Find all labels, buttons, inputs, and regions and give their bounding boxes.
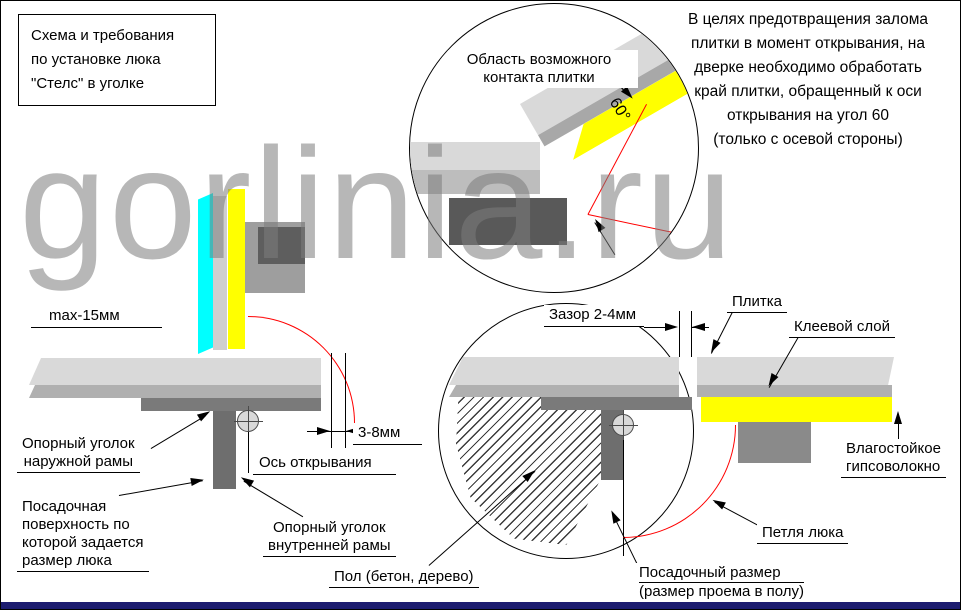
leader-line bbox=[898, 414, 899, 439]
axis-label: Ось открывания bbox=[253, 453, 396, 475]
frame-angle-block bbox=[449, 198, 567, 245]
leader-line bbox=[243, 480, 304, 518]
note-line: (только с осевой стороны) bbox=[713, 131, 903, 148]
axis-line bbox=[248, 432, 249, 473]
instruction-note: В целях предотвращения залома плитки в м… bbox=[659, 8, 957, 152]
tile-edge-open-door bbox=[198, 193, 213, 354]
door-gypsum-slab bbox=[701, 397, 892, 422]
dimension-tick bbox=[331, 353, 332, 448]
gap-3-8-label: 3-8мм bbox=[353, 423, 423, 445]
note-line: В целях предотвращения залома bbox=[687, 11, 929, 28]
title-line: по установке люка bbox=[31, 51, 161, 68]
floor-label: Пол (бетон, дерево) bbox=[329, 567, 479, 588]
gap-2-4-label: Зазор 2-4мм bbox=[544, 305, 645, 327]
outer-frame-angle-label: Опорный уголок наружной рамы bbox=[17, 434, 140, 473]
note-line: открывания на угол 60 bbox=[727, 107, 889, 124]
door-swing-arc bbox=[248, 316, 355, 423]
outer-frame-angle-vertical bbox=[213, 411, 236, 489]
hinge-label: Петля люка bbox=[757, 523, 849, 544]
glue-open-door bbox=[213, 196, 227, 350]
note-line: плитки в момент открывания, на bbox=[690, 35, 925, 52]
seating-surface-label: Посадочная поверхность по которой задает… bbox=[17, 497, 149, 572]
inner-frame-block-dark bbox=[258, 227, 305, 264]
note-line: дверке необходимо обработать bbox=[694, 59, 922, 76]
arrowhead bbox=[317, 427, 330, 435]
gap-edge-line bbox=[679, 311, 680, 357]
leader-line bbox=[150, 415, 207, 450]
door-tile-slab bbox=[697, 357, 894, 385]
door-frame-block bbox=[738, 422, 811, 463]
max-overhang-label: max-15мм bbox=[31, 306, 162, 328]
contact-area-label: Область возможного контакта плитки bbox=[440, 50, 638, 88]
outer-frame-angle-horizontal bbox=[541, 397, 692, 410]
door-glue-slab bbox=[697, 385, 892, 397]
glue-slab bbox=[449, 385, 679, 397]
gypsum-open-door bbox=[228, 189, 245, 349]
title-line: Схема и требования bbox=[31, 27, 175, 44]
dimension-line bbox=[307, 431, 381, 432]
title-line: "Стелс" в уголке bbox=[31, 75, 145, 92]
gypsum-label: Влагостойкое гипсоволокно bbox=[841, 439, 946, 478]
title-box: Схема и требования по установке люка "Ст… bbox=[18, 14, 216, 106]
glue-layer bbox=[410, 170, 540, 194]
arrowhead bbox=[190, 475, 205, 486]
footer-bar bbox=[1, 602, 960, 609]
gap-edge-line bbox=[691, 311, 692, 357]
door-swing-arc bbox=[623, 425, 736, 538]
arrowhead bbox=[894, 411, 902, 424]
glue-label: Клеевой слой bbox=[789, 317, 896, 338]
tile-slab bbox=[449, 357, 679, 385]
mount-size-label: Посадочный размер (размер проема в полу) bbox=[634, 563, 810, 602]
detail-circle: 60° Область возможного контакта плитки bbox=[409, 3, 699, 293]
arrowhead bbox=[591, 216, 606, 233]
arrowhead bbox=[707, 339, 721, 355]
dimension-line bbox=[644, 327, 666, 328]
inner-frame-angle-label: Опорный уголок внутренней рамы bbox=[263, 518, 396, 557]
arrowhead bbox=[665, 323, 678, 331]
arrowhead bbox=[692, 323, 705, 331]
tile-layer bbox=[410, 142, 540, 170]
dimension-tick bbox=[345, 353, 346, 448]
tile-label: Плитка bbox=[727, 292, 788, 313]
note-line: край плитки, обращенный к оси bbox=[694, 83, 922, 100]
dimension-line bbox=[692, 327, 709, 328]
